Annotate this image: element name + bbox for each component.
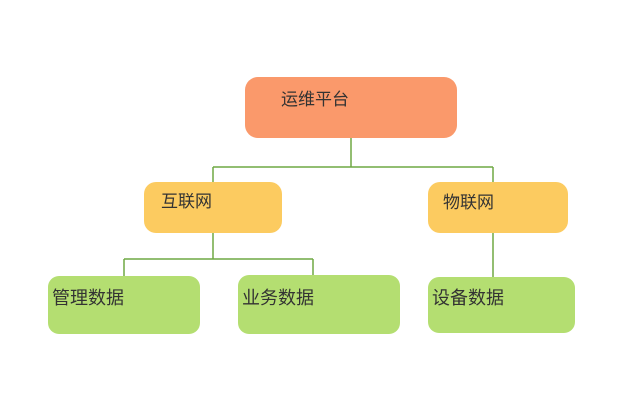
node-iot-label: 物联网 — [443, 193, 494, 212]
node-device-data: 设备数据 — [428, 277, 575, 333]
node-ops-platform: 运维平台 — [245, 77, 457, 138]
node-business-data-label: 业务数据 — [242, 288, 314, 308]
node-internet: 互联网 — [144, 182, 282, 233]
node-device-data-label: 设备数据 — [432, 288, 504, 308]
node-iot: 物联网 — [428, 182, 568, 233]
node-management-data: 管理数据 — [48, 276, 200, 334]
node-management-data-label: 管理数据 — [52, 288, 124, 308]
node-internet-label: 互联网 — [161, 192, 212, 211]
node-ops-platform-label: 运维平台 — [281, 90, 349, 109]
node-business-data: 业务数据 — [238, 275, 400, 334]
